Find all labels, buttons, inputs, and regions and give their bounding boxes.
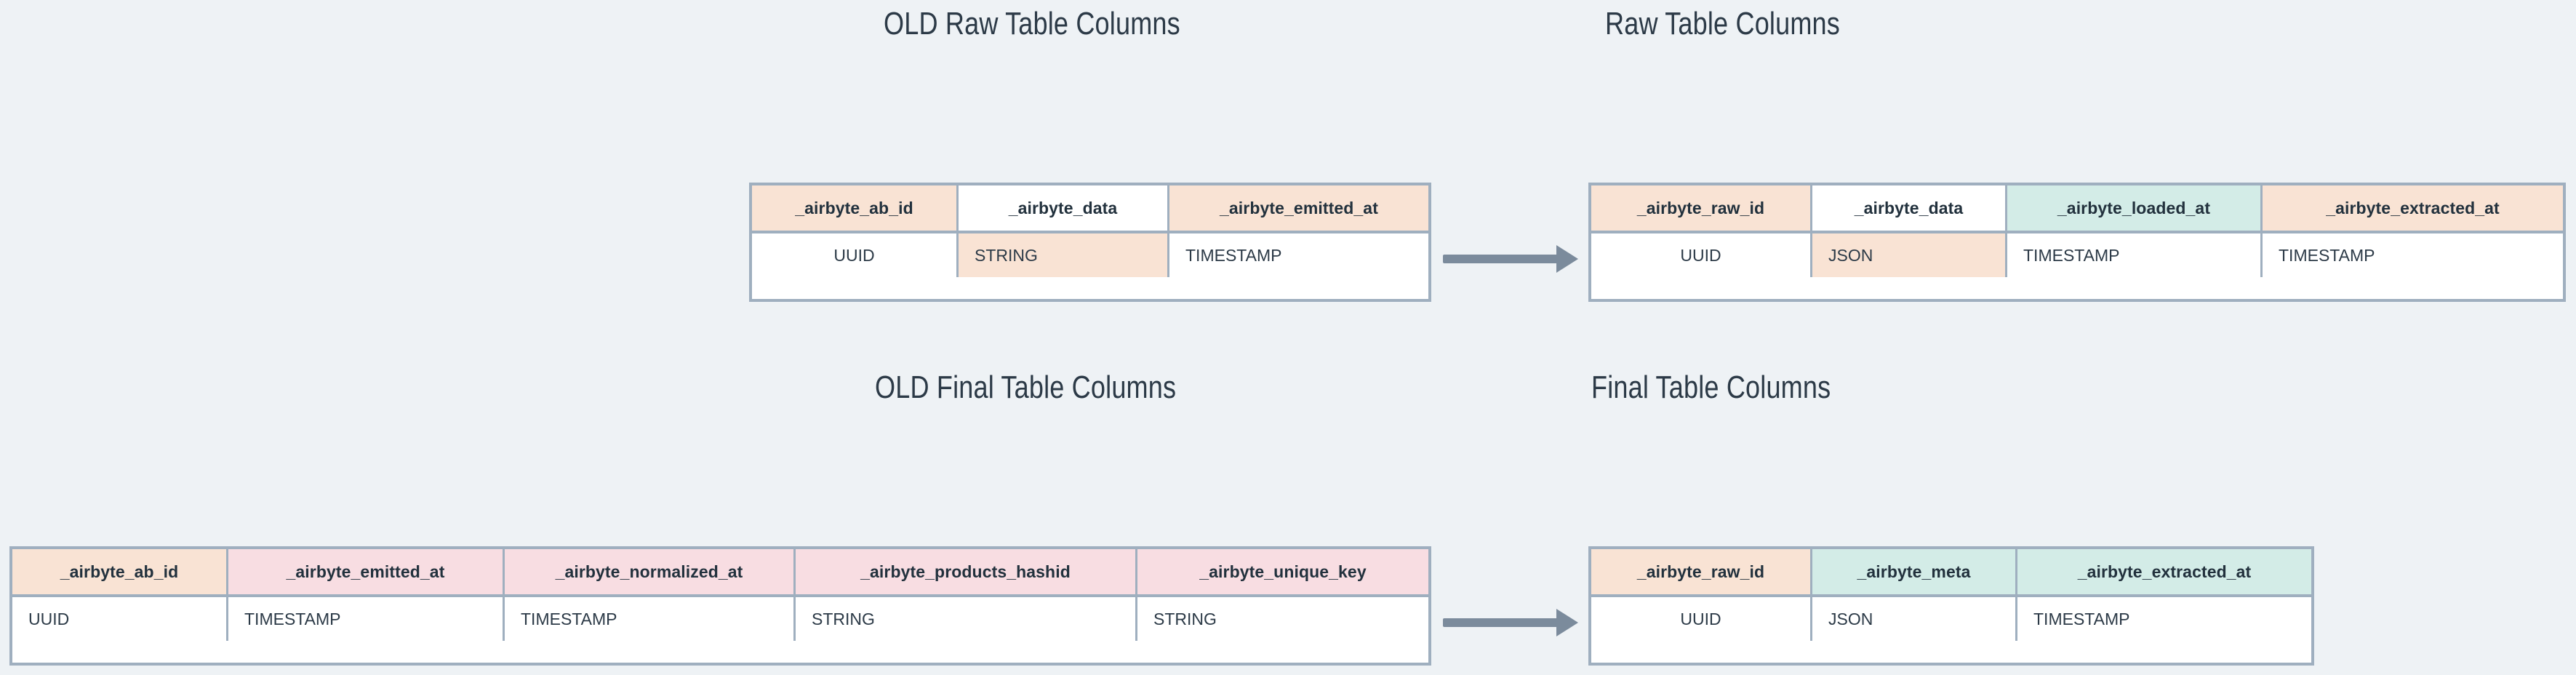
- arrow-head: [1556, 245, 1578, 273]
- column-header-cell: _airbyte_extracted_at: [2017, 549, 2311, 594]
- title-old-final-table: OLD Final Table Columns: [875, 370, 1177, 405]
- column-type-cell: TIMESTAMP: [2263, 233, 2563, 277]
- column-type-cell: UUID: [1591, 597, 1812, 641]
- column-header-cell: _airbyte_meta: [1812, 549, 2017, 594]
- column-header-cell: _airbyte_ab_id: [752, 185, 959, 231]
- old-final-table-type-row: UUID TIMESTAMP TIMESTAMP STRING STRING: [12, 597, 1428, 641]
- column-type-cell: STRING: [1137, 597, 1428, 641]
- new-final-table-type-row: UUID JSON TIMESTAMP: [1591, 597, 2311, 641]
- column-type-cell: UUID: [1591, 233, 1812, 277]
- old-final-table-header-row: _airbyte_ab_id _airbyte_emitted_at _airb…: [12, 549, 1428, 597]
- column-header-cell: _airbyte_products_hashid: [796, 549, 1137, 594]
- column-header-cell: _airbyte_raw_id: [1591, 549, 1812, 594]
- column-header-cell: _airbyte_raw_id: [1591, 185, 1812, 231]
- new-raw-table-type-row: UUID JSON TIMESTAMP TIMESTAMP: [1591, 233, 2563, 277]
- final-migration-arrow: [1443, 609, 1578, 636]
- arrow-shaft: [1443, 255, 1559, 263]
- column-header-cell: _airbyte_ab_id: [12, 549, 228, 594]
- column-type-cell: TIMESTAMP: [1169, 233, 1428, 277]
- column-type-cell: JSON: [1812, 233, 2007, 277]
- column-type-cell: TIMESTAMP: [228, 597, 505, 641]
- old-raw-table: _airbyte_ab_id _airbyte_data _airbyte_em…: [749, 183, 1431, 302]
- column-header-cell: _airbyte_data: [1812, 185, 2007, 231]
- old-raw-table-type-row: UUID STRING TIMESTAMP: [752, 233, 1428, 277]
- column-type-cell: STRING: [796, 597, 1137, 641]
- column-header-cell: _airbyte_emitted_at: [228, 549, 505, 594]
- new-final-table-header-row: _airbyte_raw_id _airbyte_meta _airbyte_e…: [1591, 549, 2311, 597]
- column-type-cell: STRING: [959, 233, 1169, 277]
- column-type-cell: UUID: [752, 233, 959, 277]
- raw-migration-arrow: [1443, 245, 1578, 273]
- new-raw-table: _airbyte_raw_id _airbyte_data _airbyte_l…: [1588, 183, 2566, 302]
- column-type-cell: TIMESTAMP: [2017, 597, 2311, 641]
- new-raw-table-header-row: _airbyte_raw_id _airbyte_data _airbyte_l…: [1591, 185, 2563, 233]
- column-header-cell: _airbyte_unique_key: [1137, 549, 1428, 594]
- column-type-cell: UUID: [12, 597, 228, 641]
- column-header-cell: _airbyte_extracted_at: [2263, 185, 2563, 231]
- column-type-cell: JSON: [1812, 597, 2017, 641]
- old-final-table: _airbyte_ab_id _airbyte_emitted_at _airb…: [9, 546, 1431, 666]
- column-header-cell: _airbyte_loaded_at: [2007, 185, 2263, 231]
- column-type-cell: TIMESTAMP: [2007, 233, 2263, 277]
- arrow-head: [1556, 609, 1578, 636]
- column-header-cell: _airbyte_normalized_at: [505, 549, 796, 594]
- column-header-cell: _airbyte_emitted_at: [1169, 185, 1428, 231]
- column-type-cell: TIMESTAMP: [505, 597, 796, 641]
- new-final-table: _airbyte_raw_id _airbyte_meta _airbyte_e…: [1588, 546, 2314, 666]
- title-new-final-table: Final Table Columns: [1591, 370, 1831, 405]
- title-new-raw-table: Raw Table Columns: [1605, 6, 1840, 41]
- old-raw-table-header-row: _airbyte_ab_id _airbyte_data _airbyte_em…: [752, 185, 1428, 233]
- title-old-raw-table: OLD Raw Table Columns: [884, 6, 1180, 41]
- arrow-shaft: [1443, 618, 1559, 627]
- column-header-cell: _airbyte_data: [959, 185, 1169, 231]
